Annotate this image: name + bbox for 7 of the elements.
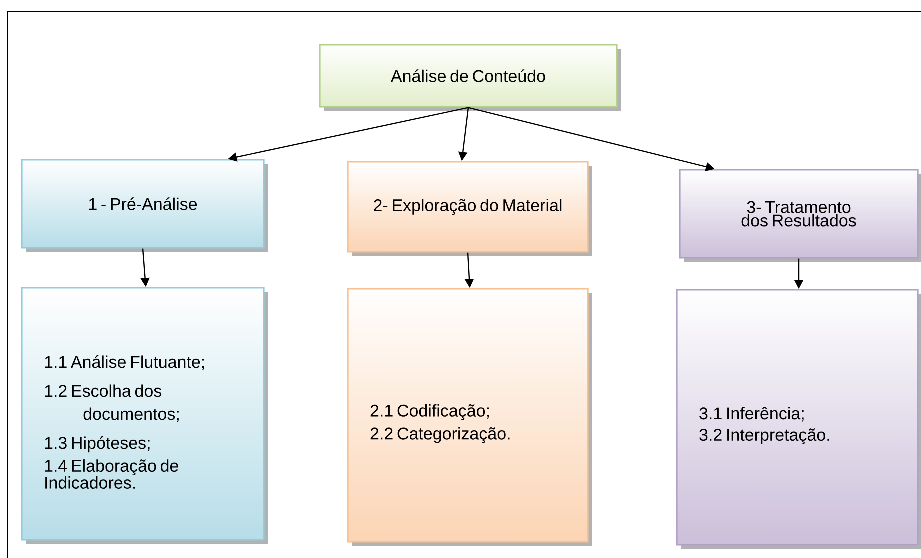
heading-box: 3- Tratamento dos Resultados [679, 169, 921, 262]
list-box: 2.1 Codificação; 2.2 Categorização. [347, 288, 592, 546]
heading-box: 2- Exploração do Material [347, 161, 592, 256]
list-box: 1.1 Análise Flutuante; 1.2 Escolha dos documentos; 1.3 Hipóteses; 1.4 Elaboração de Indicadores. [21, 287, 268, 544]
heading-box: 1 - Pré-Análise [21, 159, 268, 252]
list-box: 3.1 Inferência; 3.2 Interpretação. [676, 289, 921, 549]
heading-box: Análise de Conteúdo [319, 44, 621, 111]
